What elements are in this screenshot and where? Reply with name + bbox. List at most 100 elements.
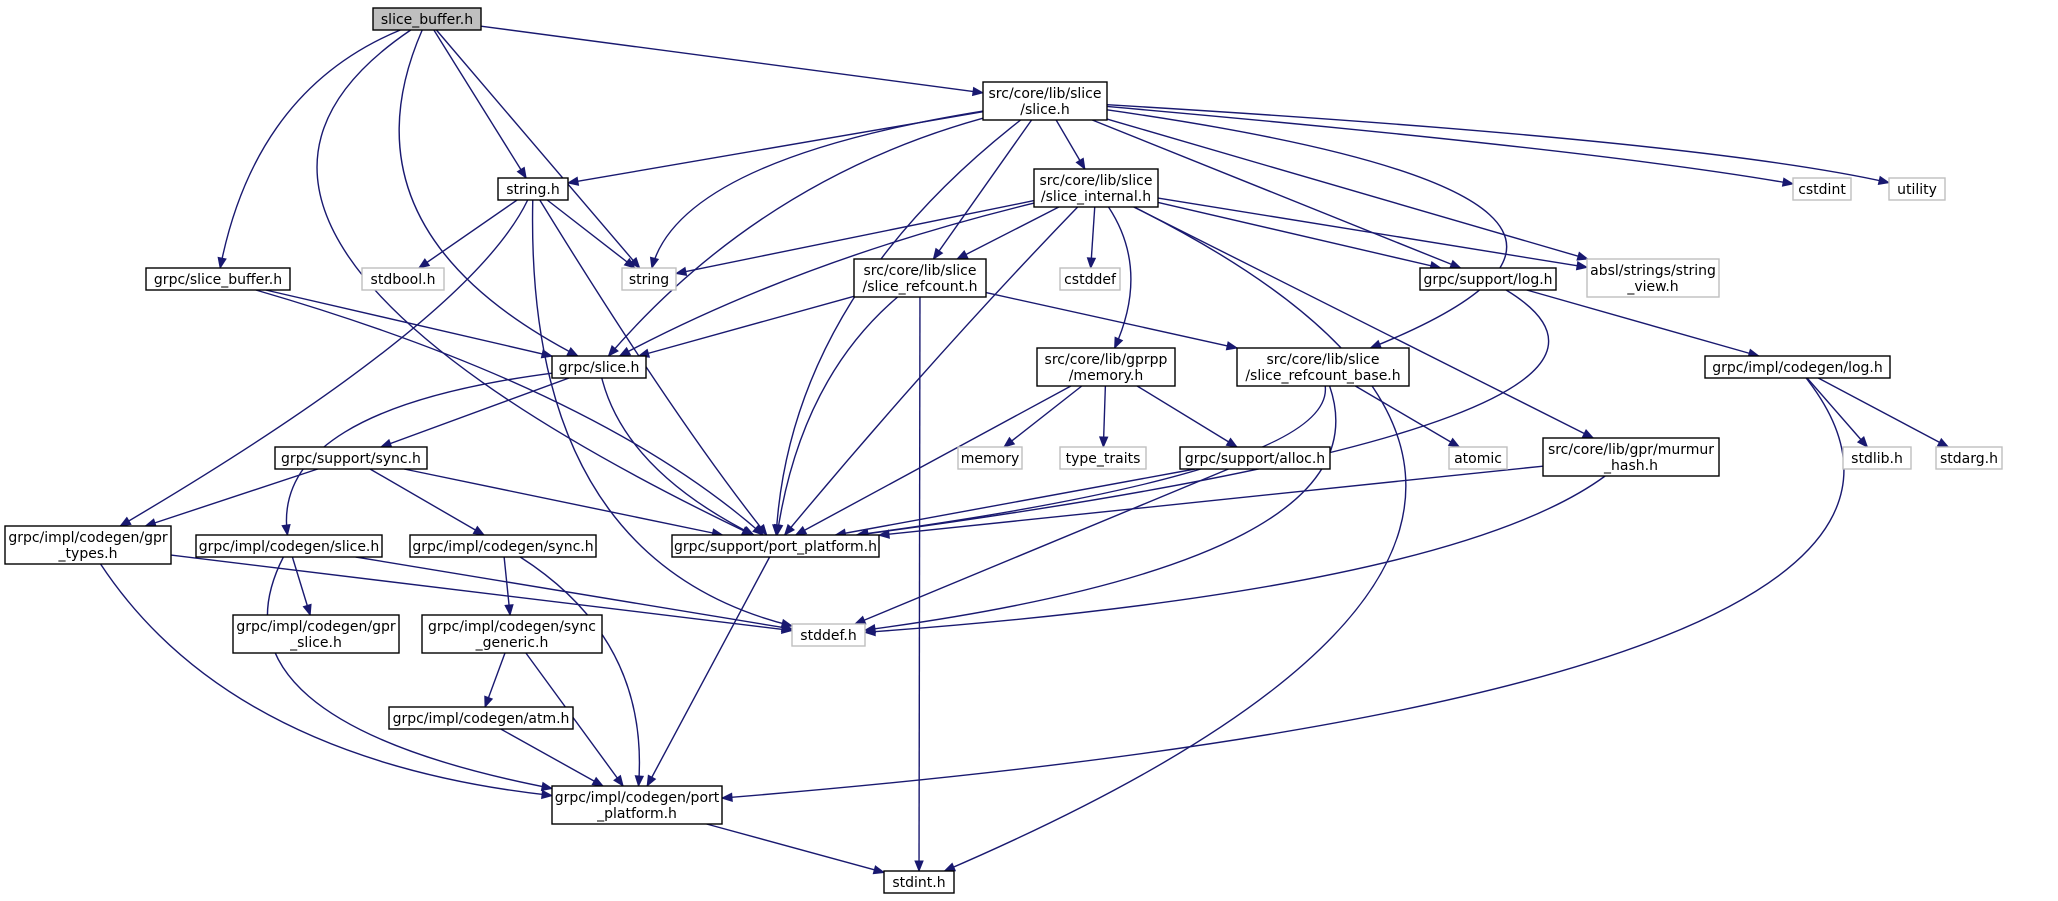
node-gprpp-memory-h[interactable]: src/core/lib/gprpp/memory.h [1036, 347, 1176, 387]
edge-core_slice_h-to-string_view_h [1106, 118, 1590, 261]
node-grpc-slice-h[interactable]: grpc/slice.h [551, 355, 647, 379]
edge-support_log_h-to-port_platform_h [856, 289, 1550, 539]
node-utility[interactable]: utility [1888, 177, 1946, 201]
node-box [982, 81, 1108, 121]
node-codegen-log-h[interactable]: grpc/impl/codegen/log.h [1704, 355, 1891, 379]
node-box [274, 446, 428, 470]
node-atm-h[interactable]: grpc/impl/codegen/atm.h [388, 706, 574, 730]
node-label-line: grpc/impl/codegen/log.h [1712, 360, 1882, 376]
node-box [388, 706, 574, 730]
node-box [1059, 446, 1147, 470]
edge-slice_internal_h-to-cstddef [1086, 206, 1097, 270]
edge-slice_buffer_h-to-core_slice_h [480, 25, 985, 97]
node-label-line: grpc/impl/codegen/atm.h [393, 711, 570, 727]
node-box [421, 614, 603, 654]
node-label-line: stdlib.h [1851, 451, 1903, 467]
edge-support_sync_h-to-port_platform_h [403, 468, 724, 538]
edge-codegen_slice_h-to-codegen_port_platform_h [266, 556, 554, 792]
node-box [551, 785, 723, 825]
node-box [361, 267, 445, 291]
node-label-line: cstddef [1064, 272, 1117, 288]
node-box [4, 525, 172, 565]
node-box [1792, 177, 1852, 201]
edge-gpr_types_h-to-codegen_port_platform_h [99, 563, 554, 800]
edge-string_h-to-string [546, 199, 636, 269]
node-cstddef[interactable]: cstddef [1059, 267, 1121, 291]
edge-support_sync_h-to-codegen_sync_h [369, 468, 486, 536]
node-box [957, 446, 1023, 470]
node-string[interactable]: string [621, 267, 677, 291]
node-string-h[interactable]: string.h [497, 177, 569, 201]
node-label-line: grpc/impl/codegen/sync [428, 619, 596, 635]
edge-slice_internal_h-to-slice_refcount_h [955, 206, 1060, 260]
node-box [232, 614, 400, 654]
node-memory[interactable]: memory [957, 446, 1023, 470]
node-type-traits[interactable]: type_traits [1059, 446, 1147, 470]
edge-codegen_sync_h-to-codegen_port_platform_h [519, 556, 645, 788]
node-label-line: src/core/lib/gpr/murmur [1548, 442, 1714, 458]
node-slice-buffer-h[interactable]: slice_buffer.h [372, 7, 482, 31]
node-codegen-sync-h[interactable]: grpc/impl/codegen/sync.h [409, 534, 597, 558]
node-box [1419, 267, 1557, 291]
node-stdint-h[interactable]: stdint.h [883, 870, 955, 894]
edge-slice_refcount_h-to-slice_refcount_base_h [985, 291, 1239, 351]
node-cstdint[interactable]: cstdint [1792, 177, 1852, 201]
edge-grpc_slice_buffer_h-to-grpc_slice_h [265, 289, 554, 359]
node-support-log-h[interactable]: grpc/support/log.h [1419, 267, 1557, 291]
node-label-line: grpc/impl/codegen/port [555, 790, 720, 806]
node-label-line: grpc/support/port_platform.h [674, 539, 877, 555]
edge-sync_generic_h-to-atm_h [484, 652, 506, 709]
node-label-line: grpc/support/alloc.h [1185, 451, 1325, 467]
node-support-sync-h[interactable]: grpc/support/sync.h [274, 446, 428, 470]
edge-codegen_slice_h-to-gpr_slice_h [291, 556, 312, 617]
edge-codegen_slice_h-to-stddef_h [355, 556, 794, 632]
node-label-line: _view.h [1626, 279, 1678, 295]
node-box [497, 177, 569, 201]
node-label-line: grpc/impl/codegen/gpr [236, 619, 396, 635]
node-label-line: src/core/lib/gprpp [1045, 352, 1168, 368]
node-box [1236, 347, 1410, 387]
node-stdarg-h[interactable]: stdarg.h [1935, 446, 2003, 470]
node-string-view-h[interactable]: absl/strings/string_view.h [1586, 258, 1720, 298]
node-slice-internal-h[interactable]: src/core/lib/slice/slice_internal.h [1033, 168, 1159, 208]
edge-slice_refcount_base_h-to-atomic [1355, 385, 1461, 448]
node-box [853, 258, 987, 298]
node-codegen-port-platform-h[interactable]: grpc/impl/codegen/port_platform.h [551, 785, 723, 825]
node-port-platform-h[interactable]: grpc/support/port_platform.h [671, 534, 880, 558]
node-box [1448, 446, 1508, 470]
node-stdbool-h[interactable]: stdbool.h [361, 267, 445, 291]
edge-gprpp_memory_h-to-port_platform_h [794, 385, 1072, 536]
node-gpr-slice-h[interactable]: grpc/impl/codegen/gpr_slice.h [232, 614, 400, 654]
node-box [883, 870, 955, 894]
node-codegen-slice-h[interactable]: grpc/impl/codegen/slice.h [195, 534, 383, 558]
node-box [1036, 347, 1176, 387]
node-box [1033, 168, 1159, 208]
edge-slice_internal_h-to-string [674, 199, 1035, 277]
edge-murmur_hash_h-to-port_platform_h [877, 465, 1544, 539]
node-slice-refcount-h[interactable]: src/core/lib/slice/slice_refcount.h [853, 258, 987, 298]
node-label-line: string.h [506, 182, 560, 198]
node-box [1935, 446, 2003, 470]
node-label-line: grpc/support/sync.h [281, 451, 421, 467]
node-sync-generic-h[interactable]: grpc/impl/codegen/sync_generic.h [421, 614, 603, 654]
node-atomic[interactable]: atomic [1448, 446, 1508, 470]
node-label-line: stdbool.h [371, 272, 436, 288]
edge-core_slice_h-to-string [649, 110, 984, 270]
edge-string_h-to-stdbool_h [417, 199, 518, 269]
dependency-edges [99, 25, 1950, 875]
node-label-line: /slice_refcount.h [863, 279, 978, 295]
node-gpr-types-h[interactable]: grpc/impl/codegen/gpr_types.h [4, 525, 172, 565]
edge-murmur_hash_h-to-stddef_h [863, 475, 1606, 637]
node-support-alloc-h[interactable]: grpc/support/alloc.h [1179, 446, 1331, 470]
node-slice-refcount-base-h[interactable]: src/core/lib/slice/slice_refcount_base.h [1236, 347, 1410, 387]
node-box [1059, 267, 1121, 291]
node-box [791, 623, 866, 647]
node-stdlib-h[interactable]: stdlib.h [1842, 446, 1912, 470]
node-core-slice-h[interactable]: src/core/lib/slice/slice.h [982, 81, 1108, 121]
node-stddef-h[interactable]: stddef.h [791, 623, 866, 647]
edge-grpc_slice_h-to-codegen_slice_h [281, 372, 553, 537]
node-murmur-hash-h[interactable]: src/core/lib/gpr/murmur_hash.h [1542, 437, 1720, 477]
node-grpc-slice-buffer-h[interactable]: grpc/slice_buffer.h [145, 267, 291, 291]
node-box [372, 7, 482, 31]
node-label-line: cstdint [1798, 182, 1846, 198]
